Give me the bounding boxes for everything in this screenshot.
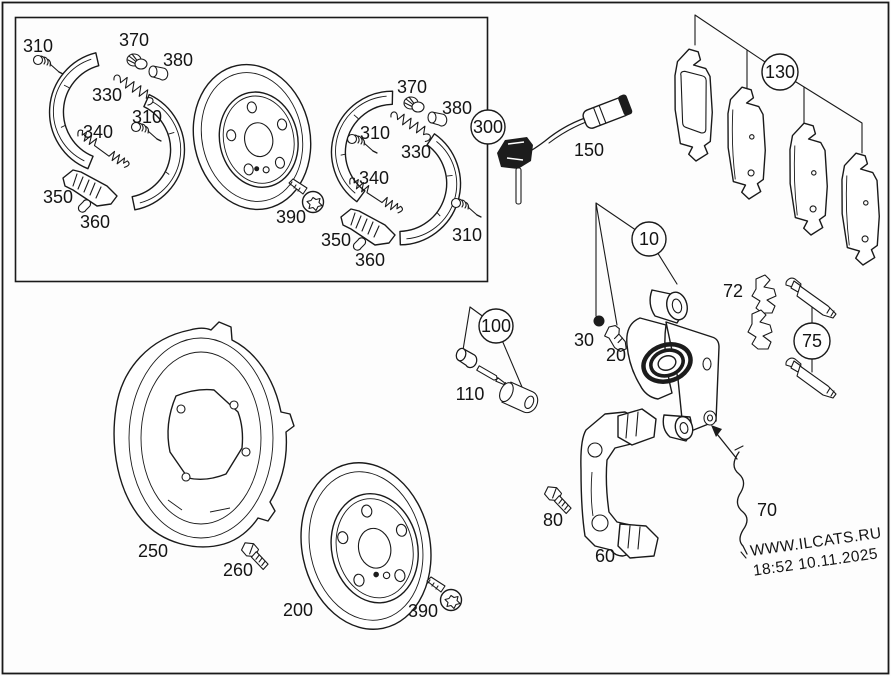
- label-60: 60: [595, 546, 615, 566]
- retainer-spring-drawing: [747, 274, 777, 350]
- label-110: 110: [456, 384, 485, 404]
- disc-drawing: [300, 462, 432, 630]
- label-310-a2: 310: [132, 107, 162, 127]
- label-380-b: 380: [442, 98, 472, 118]
- parking-disc-drawing: [192, 63, 312, 211]
- callout-circle-75: [793, 322, 831, 360]
- label-370-b: 370: [397, 77, 427, 97]
- carrier-drawing: [580, 408, 659, 559]
- inset-box: [14, 16, 489, 283]
- pads-fan-lines: [694, 14, 863, 154]
- label-70: 70: [757, 500, 777, 520]
- callout-75: 75: [802, 331, 822, 351]
- bushing-kit-drawing: [453, 346, 539, 414]
- pad-clip-drawing: [711, 425, 748, 559]
- callout-10: 10: [639, 229, 659, 249]
- bleed-screw-drawing: [604, 325, 627, 353]
- shield-drawing: [113, 321, 295, 548]
- label-72: 72: [723, 281, 743, 301]
- callout-circle-130: [761, 53, 799, 91]
- label-150: 150: [574, 140, 604, 160]
- cap-30-drawing: [593, 315, 605, 327]
- label-370-a: 370: [119, 30, 149, 50]
- wear-sensor-drawing: [497, 94, 633, 205]
- brake-pads-drawing: [672, 47, 882, 267]
- callout-300: 300: [473, 117, 503, 137]
- label-30: 30: [574, 330, 594, 350]
- label-310-a1: 310: [23, 36, 53, 56]
- label-20: 20: [606, 345, 626, 365]
- label-360-a: 360: [80, 212, 110, 232]
- callout-circle-300: [470, 109, 506, 145]
- label-310-b2: 310: [452, 225, 482, 245]
- part-labels: 310 370 380 330 310 340 350 360 390 370 …: [23, 30, 822, 621]
- label-380-a: 380: [163, 50, 193, 70]
- callout-circle-100: [478, 308, 514, 344]
- callout-100: 100: [481, 316, 511, 336]
- label-260: 260: [223, 560, 253, 580]
- label-330-a: 330: [92, 85, 122, 105]
- label-390-box: 390: [276, 207, 306, 227]
- label-330-b: 330: [401, 142, 431, 162]
- label-350-b: 350: [321, 230, 351, 250]
- label-250: 250: [138, 541, 168, 561]
- label-390: 390: [408, 601, 438, 621]
- label-340-a: 340: [83, 122, 113, 142]
- label-310-b1: 310: [360, 123, 390, 143]
- label-200: 200: [283, 600, 313, 620]
- label-350-a: 350: [43, 187, 73, 207]
- callout-circle-10: [631, 221, 667, 257]
- callout-130: 130: [765, 62, 795, 82]
- label-80: 80: [543, 510, 563, 530]
- label-360-b: 360: [355, 250, 385, 270]
- label-340-b: 340: [359, 168, 389, 188]
- caliper-drawing: [626, 289, 720, 442]
